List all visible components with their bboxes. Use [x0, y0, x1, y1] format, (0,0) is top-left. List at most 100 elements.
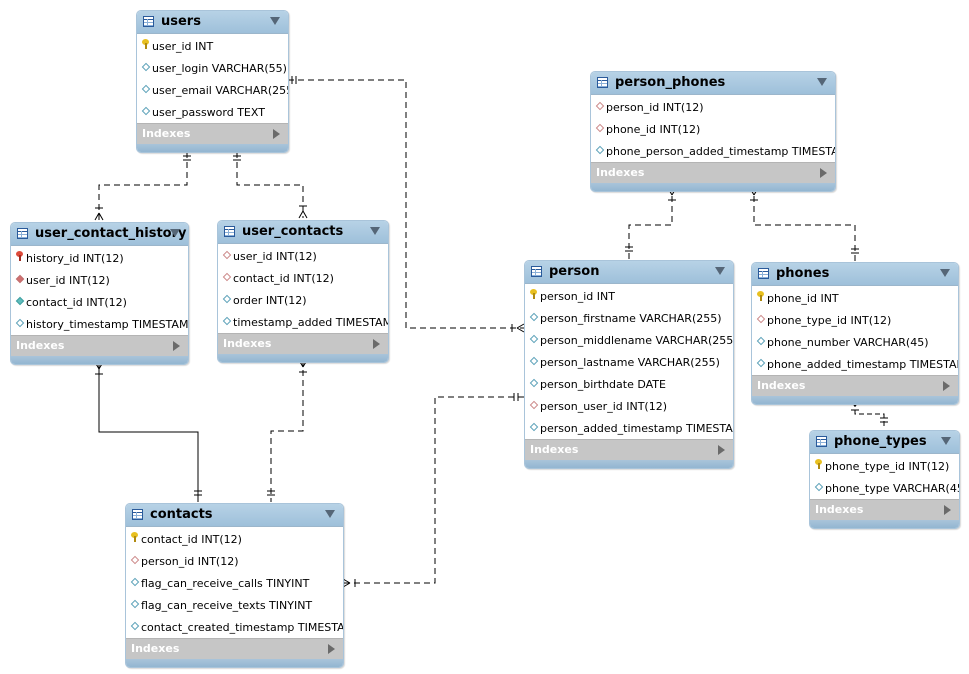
table-person[interactable]: person person_id INT person_firstname VA…	[524, 260, 734, 469]
column-row[interactable]: history_id INT(12)	[11, 247, 188, 269]
column-label: phone_id INT(12)	[606, 123, 701, 136]
expand-arrow-icon[interactable]	[718, 445, 725, 455]
expand-arrow-icon[interactable]	[944, 505, 951, 515]
column-row[interactable]: history_timestamp TIMESTAMP	[11, 313, 188, 335]
column-row[interactable]: phone_type_id INT(12)	[810, 455, 959, 477]
column-label: phone_person_added_timestamp TIMESTAMP	[606, 145, 836, 158]
column-row[interactable]: phone_type VARCHAR(45)	[810, 477, 959, 499]
indexes-label: Indexes	[530, 443, 579, 456]
column-row[interactable]: user_email VARCHAR(255)	[137, 79, 288, 101]
column-row[interactable]: user_password TEXT	[137, 101, 288, 123]
column-row[interactable]: phone_id INT	[752, 287, 958, 309]
expand-arrow-icon[interactable]	[943, 381, 950, 391]
table-header[interactable]: phone_types	[810, 431, 959, 454]
table-header[interactable]: phones	[752, 263, 958, 286]
column-row[interactable]: timestamp_added TIMESTAMP	[218, 311, 388, 333]
collapse-icon[interactable]	[941, 437, 951, 445]
indexes-section[interactable]: Indexes	[525, 439, 733, 460]
collapse-icon[interactable]	[940, 269, 950, 277]
column-row[interactable]: phone_id INT(12)	[591, 118, 835, 140]
column-label: user_email VARCHAR(255)	[152, 84, 289, 97]
column-label: person_id INT	[540, 290, 615, 303]
column-label: phone_type VARCHAR(45)	[825, 482, 960, 495]
collapse-icon[interactable]	[325, 510, 335, 518]
expand-arrow-icon[interactable]	[328, 644, 335, 654]
expand-arrow-icon[interactable]	[820, 168, 827, 178]
column-row[interactable]: contact_id INT(12)	[11, 291, 188, 313]
expand-arrow-icon[interactable]	[273, 129, 280, 139]
indexes-section[interactable]: Indexes	[752, 375, 958, 396]
foreign-key-icon	[222, 250, 232, 260]
column-row[interactable]: person_added_timestamp TIMESTAMP	[525, 417, 733, 439]
table-phone-types[interactable]: phone_types phone_type_id INT(12) phone_…	[809, 430, 960, 529]
column-label: history_timestamp TIMESTAMP	[26, 318, 189, 331]
column-label: history_id INT(12)	[26, 252, 124, 265]
table-title: user_contact_history	[35, 226, 187, 241]
indexes-section[interactable]: Indexes	[591, 162, 835, 183]
column-row[interactable]: order INT(12)	[218, 289, 388, 311]
table-phones[interactable]: phones phone_id INT phone_type_id INT(12…	[751, 262, 959, 405]
column-row[interactable]: person_id INT	[525, 285, 733, 307]
table-user-contacts[interactable]: user_contacts user_id INT(12) contact_id…	[217, 220, 389, 363]
column-label: user_id INT(12)	[26, 274, 110, 287]
table-contacts[interactable]: contacts contact_id INT(12) person_id IN…	[125, 503, 344, 668]
column-row[interactable]: person_firstname VARCHAR(255)	[525, 307, 733, 329]
table-header[interactable]: person_phones	[591, 72, 835, 95]
column-row[interactable]: person_id INT(12)	[591, 96, 835, 118]
foreign-key-icon	[15, 274, 25, 284]
column-row[interactable]: contact_id INT(12)	[126, 528, 343, 550]
indexes-section[interactable]: Indexes	[11, 335, 188, 356]
column-row[interactable]: person_user_id INT(12)	[525, 395, 733, 417]
column-label: user_login VARCHAR(55)	[152, 62, 287, 75]
column-row[interactable]: contact_id INT(12)	[218, 267, 388, 289]
column-icon	[15, 318, 25, 328]
column-row[interactable]: person_id INT(12)	[126, 550, 343, 572]
column-row[interactable]: person_lastname VARCHAR(255)	[525, 351, 733, 373]
column-row[interactable]: person_middlename VARCHAR(255)	[525, 329, 733, 351]
column-row[interactable]: phone_added_timestamp TIMESTAMP	[752, 353, 958, 375]
column-row[interactable]: contact_created_timestamp TIMESTAMP	[126, 616, 343, 638]
table-header[interactable]: person	[525, 261, 733, 284]
table-person-phones[interactable]: person_phones person_id INT(12) phone_id…	[590, 71, 836, 192]
collapse-icon[interactable]	[715, 267, 725, 275]
column-label: contact_id INT(12)	[26, 296, 127, 309]
column-label: contact_id INT(12)	[233, 272, 334, 285]
table-header[interactable]: user_contacts	[218, 221, 388, 244]
column-row[interactable]: user_id INT(12)	[11, 269, 188, 291]
table-header[interactable]: users	[137, 11, 288, 34]
table-footer	[810, 520, 959, 528]
indexes-section[interactable]: Indexes	[810, 499, 959, 520]
column-row[interactable]: user_login VARCHAR(55)	[137, 57, 288, 79]
foreign-key-icon	[595, 123, 605, 133]
column-label: timestamp_added TIMESTAMP	[233, 316, 389, 329]
expand-arrow-icon[interactable]	[173, 341, 180, 351]
indexes-section[interactable]: Indexes	[137, 123, 288, 144]
column-label: person_birthdate DATE	[540, 378, 666, 391]
column-label: phone_added_timestamp TIMESTAMP	[767, 358, 959, 371]
expand-arrow-icon[interactable]	[373, 339, 380, 349]
table-users[interactable]: users user_id INT user_login VARCHAR(55)…	[136, 10, 289, 153]
column-row[interactable]: flag_can_receive_texts TINYINT	[126, 594, 343, 616]
column-row[interactable]: user_id INT(12)	[218, 245, 388, 267]
column-row[interactable]: phone_type_id INT(12)	[752, 309, 958, 331]
column-label: user_id INT	[152, 40, 214, 53]
foreign-key-icon	[595, 101, 605, 111]
table-header[interactable]: contacts	[126, 504, 343, 527]
column-icon	[529, 312, 539, 322]
column-row[interactable]: person_birthdate DATE	[525, 373, 733, 395]
primary-key-icon	[815, 459, 822, 469]
column-row[interactable]: phone_number VARCHAR(45)	[752, 331, 958, 353]
collapse-icon[interactable]	[817, 78, 827, 86]
collapse-icon[interactable]	[170, 229, 180, 237]
column-label: user_id INT(12)	[233, 250, 317, 263]
table-header[interactable]: user_contact_history	[11, 223, 188, 246]
column-row[interactable]: phone_person_added_timestamp TIMESTAMP	[591, 140, 835, 162]
collapse-icon[interactable]	[370, 227, 380, 235]
column-row[interactable]: user_id INT	[137, 35, 288, 57]
collapse-icon[interactable]	[270, 17, 280, 25]
indexes-section[interactable]: Indexes	[126, 638, 343, 659]
indexes-section[interactable]: Indexes	[218, 333, 388, 354]
column-label: flag_can_receive_texts TINYINT	[141, 599, 313, 612]
table-user-contact-history[interactable]: user_contact_history history_id INT(12) …	[10, 222, 189, 365]
column-row[interactable]: flag_can_receive_calls TINYINT	[126, 572, 343, 594]
